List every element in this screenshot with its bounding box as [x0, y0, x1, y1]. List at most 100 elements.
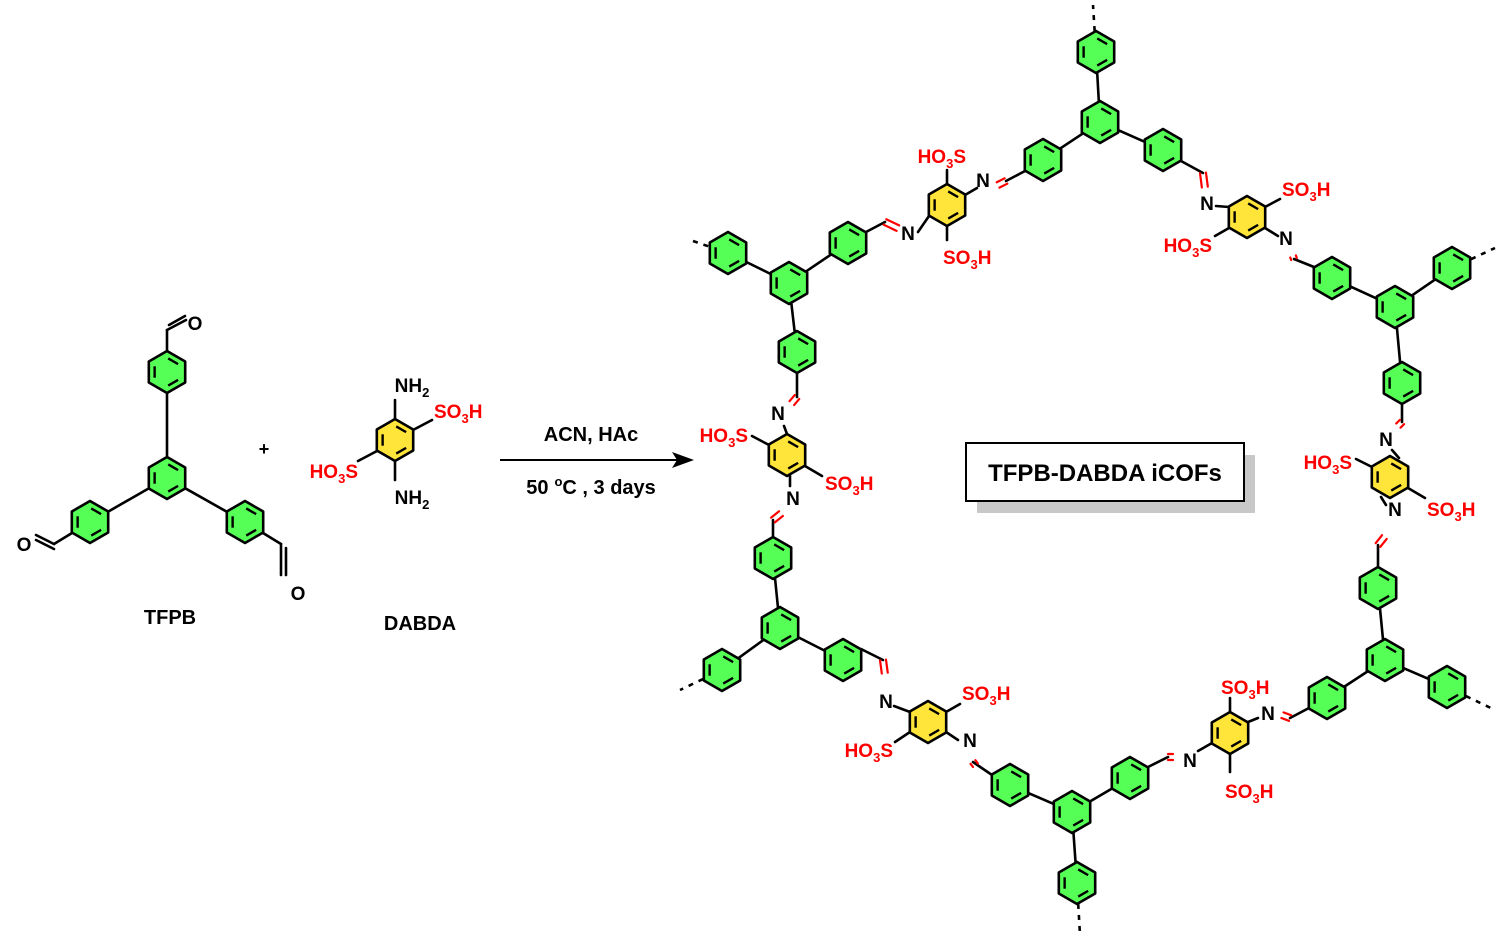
phenyl-ring-double-bond	[722, 655, 734, 664]
label-part: N	[786, 489, 800, 510]
aryl-aryl-bond	[797, 636, 826, 652]
label-part: HO	[918, 147, 947, 168]
dabda-unit-ring-right	[1370, 454, 1410, 500]
label-part: SO	[943, 248, 970, 269]
label-part: 3	[970, 257, 977, 272]
continuation-bond	[1076, 903, 1082, 936]
label-part: 3	[728, 435, 735, 450]
phenyl-ring-double-bond	[1402, 368, 1414, 377]
imine-double-bond	[1204, 171, 1209, 188]
dabda-ring-double-bond	[395, 446, 407, 455]
label-part: N	[1261, 704, 1275, 725]
phenyl-ring	[753, 535, 793, 581]
tfpb-ring-top-double-bond	[167, 378, 179, 387]
phenyl-ring	[777, 329, 817, 375]
imine-double-bond	[969, 762, 975, 769]
tfpb-ring-right-double-bond	[245, 507, 257, 516]
aryl-ch-bond	[1288, 706, 1311, 720]
tpb-core-ring-double-bond	[1385, 666, 1397, 675]
c-n-bond	[1214, 204, 1231, 209]
label-part: S	[1199, 236, 1212, 257]
phenyl-ring-double-bond	[1327, 683, 1339, 692]
tfpb-ring-top-double-bond	[167, 357, 179, 366]
label-part: HO	[1164, 236, 1193, 257]
aryl-aryl-bond	[805, 253, 832, 273]
aldehyde-oxygen: O	[291, 584, 306, 605]
continuation-bond	[689, 238, 709, 248]
aldehyde-co-bond	[167, 314, 187, 327]
phenyl-ring	[823, 637, 863, 683]
label-part: S	[880, 741, 893, 762]
label-part: 2	[422, 385, 429, 400]
imine-double-bond	[885, 218, 901, 227]
label-part: 3	[461, 411, 468, 426]
tfpb-name: TFPB	[144, 607, 196, 629]
imine-double-bond	[773, 514, 784, 524]
label-part: H	[978, 248, 992, 269]
tpb-core-ring-double-bond	[789, 289, 801, 298]
tpb-core-ring	[760, 605, 800, 651]
aryl-ch-bond	[971, 760, 994, 777]
label-part: SO	[434, 402, 461, 423]
tpb-core-ring	[1052, 789, 1092, 835]
label-part: H	[1317, 180, 1331, 201]
phenyl-ring-double-bond	[797, 358, 809, 367]
imine-double-bond	[1294, 254, 1298, 260]
label-part: SO	[1221, 678, 1248, 699]
aldehyde-oxygen: O	[188, 314, 203, 335]
reaction-conditions-reagents: ACN, HAc	[544, 424, 638, 446]
label-part: N	[1183, 751, 1197, 772]
dabda-unit-ring-top-left-double-bond	[947, 211, 959, 220]
sulfonic-acid-label: HO3S	[845, 741, 893, 765]
imine-double-bond	[770, 510, 781, 519]
c-n-bond	[1263, 226, 1280, 238]
bond	[1379, 495, 1388, 507]
sulfonic-acid-label: SO3H	[1427, 500, 1475, 524]
phenyl-ring-double-bond	[1077, 889, 1089, 898]
phenyl-ring-double-bond	[1452, 274, 1464, 283]
phenyl-ring	[1023, 137, 1063, 183]
phenyl-ring	[1076, 29, 1116, 75]
sulfonic-acid-label: HO3S	[1164, 236, 1212, 260]
aryl-ch-bond	[864, 220, 887, 234]
tfpb-ring-core-double-bond	[167, 484, 179, 493]
imine-nitrogen: N	[879, 692, 893, 713]
phenyl-ring-double-bond	[728, 259, 740, 268]
label-part: HO	[845, 741, 874, 762]
phenyl-ring-double-bond	[1378, 594, 1390, 603]
tpb-core-ring	[1375, 284, 1415, 330]
aryl-aryl-bond	[1088, 787, 1114, 803]
imine-double-bond	[1399, 423, 1406, 429]
tfpb-ring-left	[70, 499, 110, 545]
c-n-bond	[1246, 716, 1260, 724]
phenyl-ring-double-bond	[1096, 58, 1108, 67]
imine-double-bond	[998, 182, 1009, 189]
phenyl-ring-double-bond	[1130, 784, 1142, 793]
label-part: 3	[852, 483, 859, 498]
dabda-unit-ring-top-right	[1227, 194, 1267, 240]
imine-nitrogen: N	[1261, 704, 1275, 725]
imine-double-bond	[974, 759, 979, 765]
phenyl-ring-double-bond	[773, 543, 785, 552]
continuation-bond	[1465, 694, 1496, 712]
phenyl-ring	[708, 230, 748, 276]
phenyl-ring-double-bond	[848, 228, 860, 237]
aryl-aryl-bond	[1395, 326, 1402, 364]
c-n-bond	[1390, 448, 1401, 460]
sulfonic-bond	[1263, 197, 1282, 209]
label-part: H	[1256, 678, 1270, 699]
tpb-core-ring-double-bond	[1072, 797, 1084, 806]
aldehyde-co-bond	[34, 533, 56, 546]
label-part: N	[879, 692, 893, 713]
aryl-aryl-bond	[790, 302, 796, 333]
phenyl-ring	[1143, 127, 1183, 173]
aryl-aryl-bond	[1027, 792, 1055, 805]
reaction-arrow-head	[672, 452, 694, 468]
c-n-bond	[916, 214, 931, 234]
imine-nitrogen: N	[1279, 229, 1293, 250]
dabda-unit-ring-top-right-double-bond	[1247, 202, 1259, 211]
sulfonic-bond	[411, 418, 434, 432]
label-part: 3	[1332, 462, 1339, 477]
aryl-aryl-bond	[1117, 129, 1146, 143]
